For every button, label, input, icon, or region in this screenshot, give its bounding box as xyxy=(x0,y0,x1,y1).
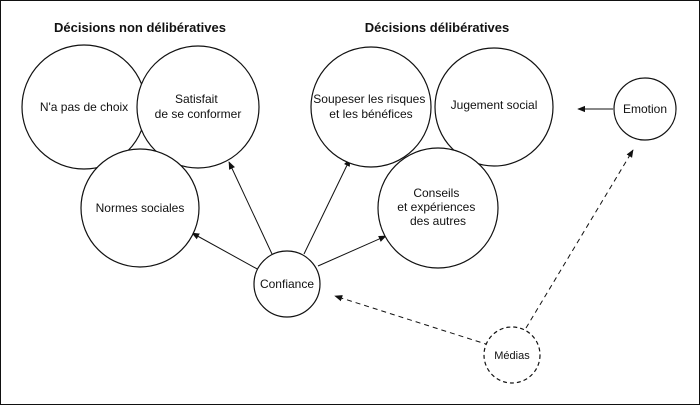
node-label-soupeser: Soupeser les risques et les bénéfices xyxy=(313,92,428,121)
node-circle-medias xyxy=(483,326,541,384)
node-circle-emotion xyxy=(613,77,677,141)
node-circle-satisfait xyxy=(136,45,260,169)
node-label-confiance: Confiance xyxy=(260,277,314,291)
arrow-medias-to-emotion xyxy=(525,149,634,329)
node-circle-normes-sociales xyxy=(80,148,200,268)
arrow-confiance-to-satisfait xyxy=(228,161,273,255)
node-label-satisfait: Satisfait de se conformer xyxy=(155,92,242,121)
node-circle-confiance xyxy=(253,250,321,318)
arrow-confiance-to-normes xyxy=(191,232,260,271)
node-label-jugement-social: Jugement social xyxy=(451,98,538,112)
heading-non-deliberative: Décisions non délibératives xyxy=(54,20,226,35)
arrow-confiance-to-soupeser xyxy=(303,158,351,255)
node-label-pas-de-choix: N'a pas de choix xyxy=(40,100,128,114)
arrow-medias-to-confiance xyxy=(334,295,490,346)
arrow-confiance-to-conseils xyxy=(317,235,387,267)
node-circle-soupeser xyxy=(310,46,432,168)
node-circle-jugement-social xyxy=(434,47,554,167)
node-label-medias: Médias xyxy=(494,350,530,362)
heading-deliberative: Décisions délibératives xyxy=(365,20,510,35)
node-label-conseils: Conseils et expériences des autres xyxy=(397,186,478,228)
node-label-normes-sociales: Normes sociales xyxy=(96,201,185,215)
node-circle-conseils xyxy=(377,147,499,269)
node-label-emotion: Emotion xyxy=(623,102,667,116)
